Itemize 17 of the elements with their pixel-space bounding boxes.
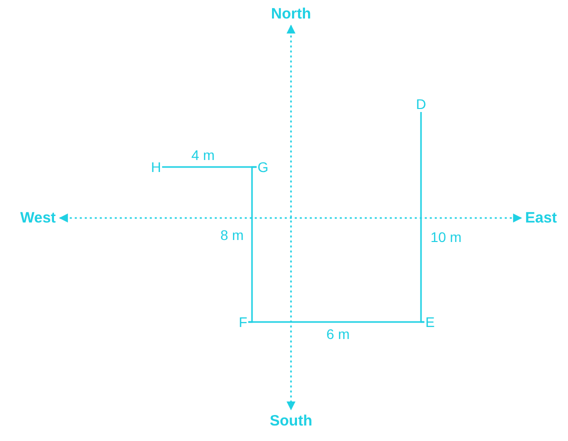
distance-label: 6 m bbox=[325, 327, 351, 341]
compass-label: North bbox=[271, 6, 311, 22]
distance-label: 10 m bbox=[429, 230, 463, 244]
compass-label: East bbox=[525, 210, 557, 226]
compass-label: West bbox=[20, 210, 56, 226]
axis-arrow bbox=[58, 214, 522, 222]
point-label: H bbox=[150, 160, 162, 174]
point-label: F bbox=[238, 315, 248, 329]
path-line bbox=[420, 112, 424, 323]
path-line bbox=[162, 166, 257, 168]
point-label: G bbox=[258, 160, 268, 174]
distance-label: 4 m bbox=[190, 148, 216, 162]
compass-label: South bbox=[270, 414, 312, 428]
distance-label: 8 m bbox=[219, 228, 245, 242]
point-label: E bbox=[425, 315, 435, 329]
point-label: D bbox=[416, 97, 426, 111]
axis-arrow bbox=[286, 24, 296, 410]
